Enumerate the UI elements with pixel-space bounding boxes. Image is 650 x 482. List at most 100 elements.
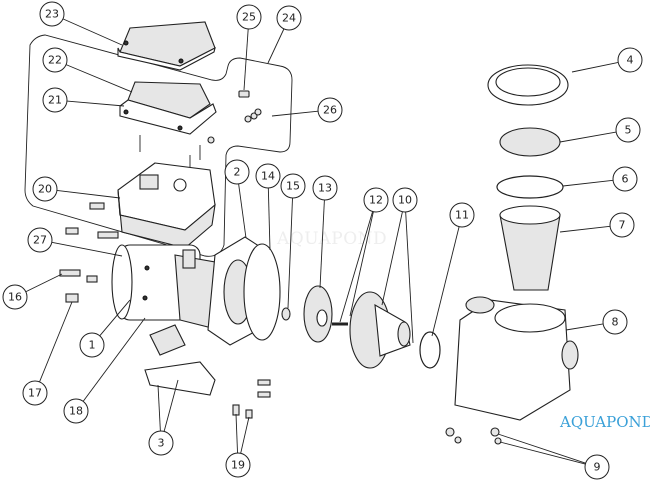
callout-23: 23 (39, 1, 65, 27)
callout-circle (255, 163, 281, 189)
callout-circle (39, 1, 65, 27)
electronics-group-boundary (24, 34, 293, 257)
callout-27: 27 (27, 227, 53, 253)
callout-circle (42, 87, 68, 113)
callout-circle (27, 227, 53, 253)
callout-number: 22 (48, 54, 62, 67)
leader-line-15 (287, 197, 293, 309)
callout-9: 9 (584, 454, 610, 480)
leader-line-12 (339, 211, 374, 323)
callout-number: 18 (69, 405, 83, 418)
leader-line-16 (25, 273, 63, 293)
leader-line-24 (267, 28, 285, 64)
callout-number: 2 (234, 166, 241, 179)
leader-line-20 (56, 189, 121, 199)
callout-number: 7 (619, 219, 626, 232)
watermark-center: AQUAPOND (276, 229, 387, 249)
callout-number: 11 (455, 209, 469, 222)
leader-line-12 (349, 211, 374, 317)
callout-4: 4 (617, 47, 643, 73)
callout-circle (602, 309, 628, 335)
part-impeller (303, 285, 333, 343)
callout-18: 18 (63, 398, 89, 424)
leader-line-9 (497, 433, 586, 464)
callout-circle (42, 47, 68, 73)
part-gasket (243, 243, 281, 341)
callout-circle (363, 187, 389, 213)
callout-circle (225, 452, 251, 478)
callout-circle (276, 5, 302, 31)
part-lid-lock-ring (487, 64, 569, 106)
callout-24: 24 (276, 5, 302, 31)
callout-number: 17 (28, 387, 42, 400)
part-base-hardware (445, 427, 502, 445)
callout-number: 20 (38, 183, 52, 196)
leader-line-26 (271, 110, 319, 117)
part-motor-base (144, 324, 216, 396)
part-strainer-basket (499, 205, 561, 291)
part-diffuser (349, 291, 411, 369)
leader-line-23 (62, 18, 123, 46)
leader-line-27 (51, 241, 123, 257)
callout-circle (22, 380, 48, 406)
callout-circle (615, 117, 641, 143)
leader-line-9 (499, 441, 586, 465)
leader-line-19 (240, 416, 250, 454)
callout-number: 3 (158, 437, 165, 450)
part-base-bolts (232, 379, 271, 419)
callout-8: 8 (602, 309, 628, 335)
callout-22: 22 (42, 47, 68, 73)
leader-line-4 (571, 61, 619, 73)
part-pump-housing (454, 296, 579, 421)
leader-line-7 (559, 225, 611, 233)
leader-line-18 (82, 317, 146, 402)
callout-number: 21 (48, 94, 62, 107)
callout-number: 9 (594, 461, 601, 474)
leader-line-2 (238, 183, 247, 239)
part-seal-block (238, 90, 250, 98)
callout-circle (584, 454, 610, 480)
callout-number: 4 (627, 54, 634, 67)
callout-14: 14 (255, 163, 281, 189)
leader-line-6 (562, 179, 614, 187)
callout-number: 14 (261, 170, 275, 183)
leader-line-14 (267, 187, 271, 251)
callout-2: 2 (224, 159, 250, 185)
part-control-board (119, 81, 217, 135)
callout-circle (63, 398, 89, 424)
callout-11: 11 (449, 202, 475, 228)
callout-13: 13 (312, 175, 338, 201)
leader-line-11 (431, 226, 460, 337)
leader-line-1 (99, 299, 131, 337)
leader-lines (25, 18, 619, 465)
callout-19: 19 (225, 452, 251, 478)
leader-line-13 (319, 199, 325, 289)
part-lid-oring (496, 175, 564, 199)
callout-26: 26 (317, 97, 343, 123)
part-drive-housing (117, 162, 216, 249)
callout-12: 12 (363, 187, 389, 213)
callout-16: 16 (2, 284, 28, 310)
callout-number: 19 (231, 459, 245, 472)
leader-line-8 (565, 323, 604, 331)
callout-number: 26 (323, 104, 337, 117)
callout-circle (617, 47, 643, 73)
callout-number: 6 (622, 173, 629, 186)
callout-10: 10 (392, 187, 418, 213)
callout-number: 16 (8, 291, 22, 304)
part-nuts (244, 108, 262, 123)
callout-circle (148, 430, 174, 456)
callout-circle (612, 166, 638, 192)
callout-number: 10 (398, 194, 412, 207)
callout-circle (236, 4, 262, 30)
part-diffuser-oring (419, 331, 441, 369)
callout-circle (392, 187, 418, 213)
part-motor (111, 244, 221, 331)
callout-7: 7 (609, 212, 635, 238)
callout-6: 6 (612, 166, 638, 192)
part-lid (499, 127, 561, 157)
watermark-brand: AQUAPOND (559, 413, 650, 431)
